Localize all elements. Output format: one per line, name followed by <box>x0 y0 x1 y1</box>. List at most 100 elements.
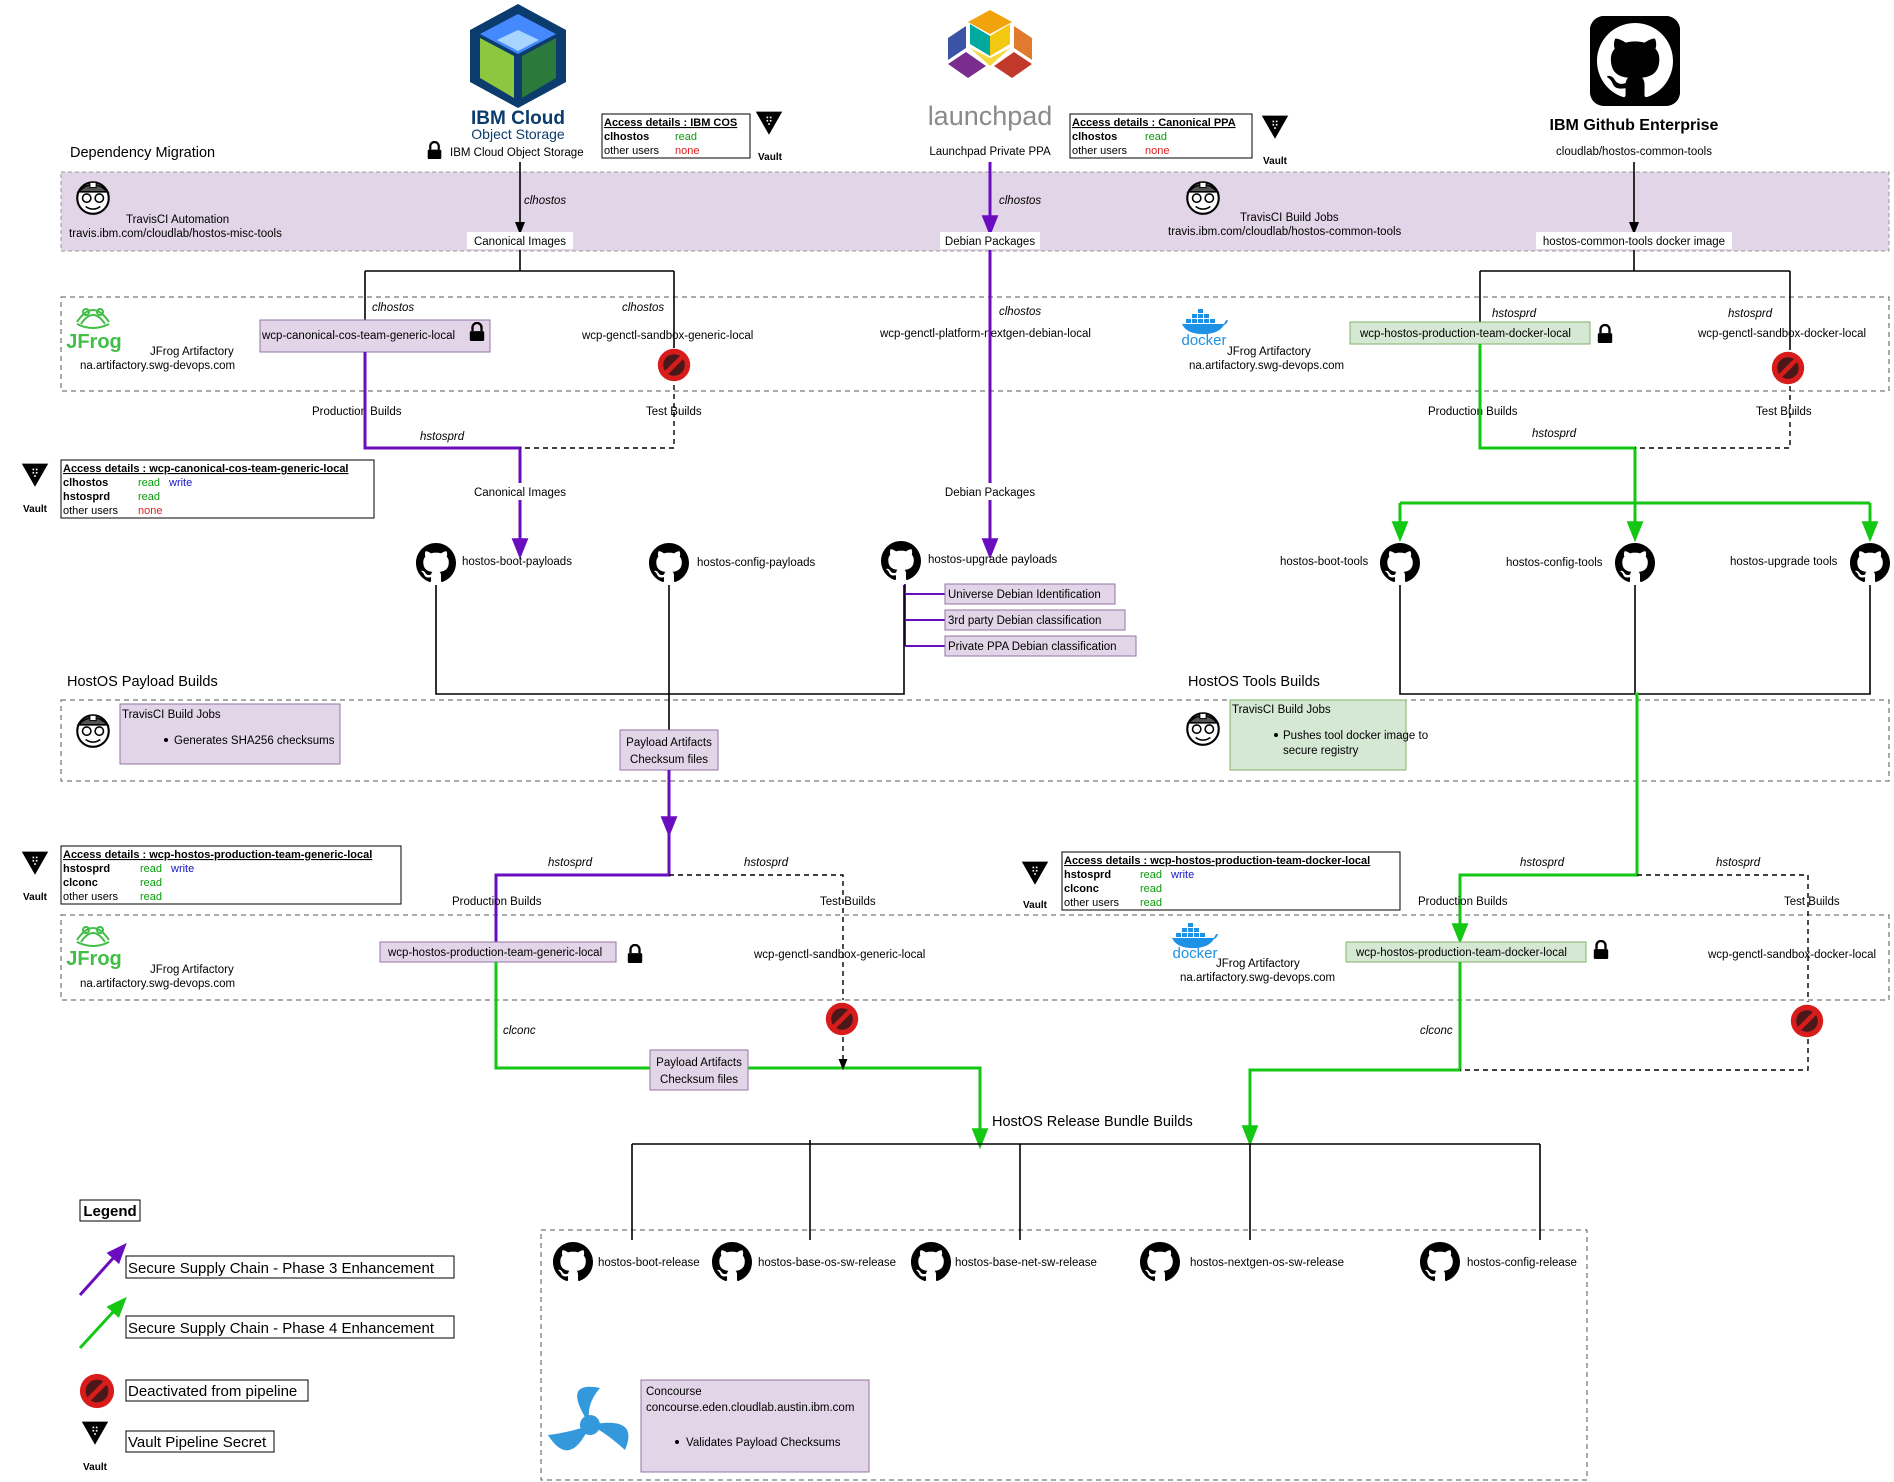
repo-boot-tools[interactable]: hostos-boot-tools <box>1280 556 1368 568</box>
svg-text:Access details : wcp-canonical: Access details : wcp-canonical-cos-team-… <box>63 463 349 475</box>
lock-icon <box>1592 940 1610 960</box>
svg-text:read: read <box>140 877 162 889</box>
svg-text:JFrog Artifactory: JFrog Artifactory <box>1227 346 1311 358</box>
travis-ci-icon <box>76 714 110 748</box>
lock-icon <box>626 944 644 964</box>
repo-prod-docker-top[interactable] <box>1349 321 1591 345</box>
repo-cos-generic[interactable] <box>259 319 491 353</box>
vault-icon <box>1021 861 1049 885</box>
svg-text:clhostos: clhostos <box>1072 131 1117 143</box>
svg-text:wcp-hostos-production-team-gen: wcp-hostos-production-team-generic-local <box>387 947 602 959</box>
svg-text:Debian Packages: Debian Packages <box>945 487 1035 499</box>
github-icon <box>1850 543 1890 583</box>
svg-text:read: read <box>140 863 162 875</box>
svg-text:none: none <box>1145 145 1169 157</box>
svg-text:Payload Artifacts: Payload Artifacts <box>626 737 712 749</box>
svg-text:JFrog: JFrog <box>66 331 122 353</box>
svg-text:clhostos: clhostos <box>524 195 566 207</box>
repo-upgrade-tools[interactable]: hostos-upgrade tools <box>1730 556 1838 568</box>
repo-platform-debian-label: wcp-genctl-platform-nextgen-debian-local <box>879 328 1091 340</box>
repo-upgrade-payloads[interactable]: hostos-upgrade payloads <box>928 554 1057 566</box>
svg-text:na.artifactory.swg-devops.com: na.artifactory.swg-devops.com <box>80 978 235 990</box>
concourse-box <box>640 1379 870 1473</box>
svg-text:Production Builds: Production Builds <box>312 406 402 418</box>
svg-text:Pushes tool docker image to: Pushes tool docker image to <box>1283 730 1428 742</box>
private-ppa-debian-box <box>944 635 1137 657</box>
concourse-icon <box>548 1386 629 1451</box>
legend-phase3-box <box>125 1255 455 1279</box>
svg-text:JFrog: JFrog <box>66 948 122 970</box>
repo-boot-release[interactable]: hostos-boot-release <box>598 1257 700 1269</box>
legend-deactivated-box <box>125 1379 309 1402</box>
github-icon <box>1140 1242 1180 1282</box>
payload-artifacts-box-2 <box>649 1049 749 1091</box>
artifactory-band-bottom <box>60 914 1890 1001</box>
legend-title: Legend <box>83 1203 136 1220</box>
svg-text:TravisCI Build Jobs: TravisCI Build Jobs <box>1232 704 1331 716</box>
payload-artifacts-box-1 <box>619 729 719 771</box>
docker-image-label: hostos-common-tools docker image <box>1543 236 1725 248</box>
svg-text:clconc: clconc <box>1420 1025 1453 1037</box>
github-icon <box>1380 543 1420 583</box>
section-tools-builds: HostOS Tools Builds <box>1188 674 1320 690</box>
svg-text:Payload Artifacts: Payload Artifacts <box>656 1057 742 1069</box>
svg-text:hstosprd: hstosprd <box>548 857 593 869</box>
svg-text:hstosprd: hstosprd <box>63 863 110 875</box>
deactivated-legend-icon <box>80 1374 114 1408</box>
svg-text:docker: docker <box>1172 945 1217 962</box>
ibm-cos-logo-icon <box>470 4 566 108</box>
universe-debian-box <box>944 583 1116 605</box>
deactivated-icon <box>658 349 690 381</box>
svg-text:TravisCI Build Jobs: TravisCI Build Jobs <box>122 709 221 721</box>
svg-text:Production Builds: Production Builds <box>452 896 542 908</box>
svg-text:write: write <box>168 477 192 489</box>
repo-config-payloads[interactable]: hostos-config-payloads <box>697 557 816 569</box>
legend-phase3: Secure Supply Chain - Phase 3 Enhancemen… <box>128 1260 435 1277</box>
repo-prod-docker-bottom[interactable] <box>1345 941 1587 963</box>
travis-ci-icon <box>1186 712 1220 746</box>
svg-text:Test Builds: Test Builds <box>820 896 876 908</box>
access-details-prod-docker: Access details : wcp-hostos-production-t… <box>1061 851 1401 911</box>
repo-config-release[interactable]: hostos-config-release <box>1467 1257 1577 1269</box>
svg-text:read: read <box>1145 131 1167 143</box>
vault-icon <box>755 111 783 135</box>
docker-logo-icon <box>1182 309 1228 335</box>
svg-text:Vault: Vault <box>23 892 48 903</box>
github-icon <box>649 543 689 583</box>
svg-text:none: none <box>675 145 699 157</box>
svg-text:hstosprd: hstosprd <box>1532 428 1577 440</box>
vault-label: Vault <box>758 152 783 163</box>
repo-config-tools[interactable]: hostos-config-tools <box>1506 557 1603 569</box>
svg-text:hstosprd: hstosprd <box>744 857 789 869</box>
repo-nextgen-os-sw-release[interactable]: hostos-nextgen-os-sw-release <box>1190 1257 1344 1269</box>
legend-phase4: Secure Supply Chain - Phase 4 Enhancemen… <box>128 1320 435 1337</box>
svg-text:clhostos: clhostos <box>622 302 664 314</box>
section-release-bundle-builds: HostOS Release Bundle Builds <box>992 1114 1193 1130</box>
vault-icon <box>21 463 49 487</box>
svg-text:hstosprd: hstosprd <box>63 491 110 503</box>
svg-text:read: read <box>1140 883 1162 895</box>
svg-text:Test Builds: Test Builds <box>1784 896 1840 908</box>
svg-text:other users: other users <box>63 891 119 903</box>
svg-text:Access details : Canonical PPA: Access details : Canonical PPA <box>1072 117 1236 129</box>
svg-text:Vault: Vault <box>83 1462 108 1473</box>
svg-text:Vault: Vault <box>23 504 48 515</box>
access-details-ibm-cos: Access details : IBM COS clhostos read o… <box>601 113 751 159</box>
third-party-debian-box <box>944 609 1126 631</box>
svg-text:JFrog Artifactory: JFrog Artifactory <box>150 964 234 976</box>
repo-prod-generic[interactable] <box>379 941 617 963</box>
repo-base-net-sw-release[interactable]: hostos-base-net-sw-release <box>955 1257 1097 1269</box>
svg-text:Checksum files: Checksum files <box>660 1074 738 1086</box>
repo-boot-payloads[interactable]: hostos-boot-payloads <box>462 556 572 568</box>
repo-sandbox-docker-bottom-label: wcp-genctl-sandbox-docker-local <box>1707 949 1876 961</box>
jfrog-logo-icon <box>75 307 111 330</box>
repo-base-os-sw-release[interactable]: hostos-base-os-sw-release <box>758 1257 896 1269</box>
legend-title-box <box>79 1199 141 1222</box>
travis-ci-icon <box>1186 181 1220 215</box>
svg-text:Private PPA Debian classificat: Private PPA Debian classification <box>948 641 1117 653</box>
github-icon <box>911 1242 951 1282</box>
svg-text:Checksum files: Checksum files <box>630 754 708 766</box>
ibm-cos-label: IBM Cloud Object Storage <box>450 147 584 159</box>
legend-phase4-box <box>125 1315 455 1339</box>
deactivated-icon <box>1791 1005 1823 1037</box>
